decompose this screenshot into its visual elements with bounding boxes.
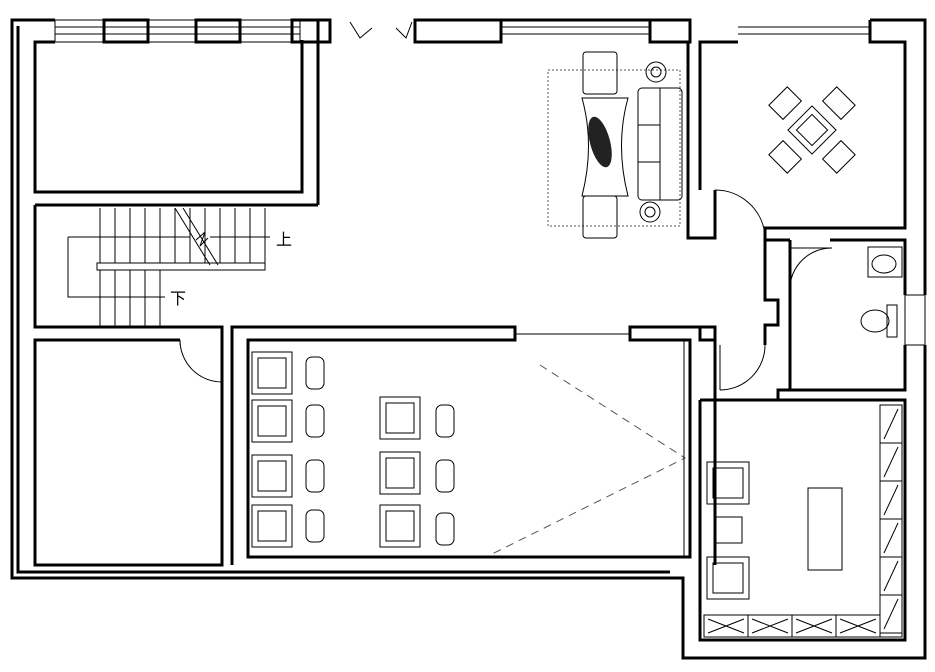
theater-seat-cushion	[385, 402, 415, 434]
bathroom	[788, 238, 907, 392]
bottom-right-room	[698, 398, 907, 642]
cabinet-mark	[795, 618, 833, 634]
theater-seat-cushion	[257, 460, 287, 492]
theater-seat	[251, 454, 293, 498]
dining-table	[768, 86, 856, 174]
cabinet-mark	[707, 618, 745, 634]
cabinet-mark	[751, 618, 789, 634]
theater-seat-cushion	[257, 357, 287, 389]
cabinet	[879, 594, 903, 634]
side-table	[305, 404, 325, 438]
theater-seat	[379, 396, 421, 440]
cabinet	[835, 614, 881, 638]
staircase: 上 下	[33, 203, 318, 372]
side-table	[305, 459, 325, 493]
side-table	[435, 459, 455, 493]
theater-seat	[251, 351, 293, 395]
bottom-left-room	[33, 338, 224, 567]
theater-seat-cushion	[257, 510, 287, 542]
cabinet-mark	[883, 484, 899, 516]
cabinet-mark	[883, 560, 899, 592]
corridor-walls	[698, 240, 790, 402]
cabinet-mark	[883, 522, 899, 554]
dining-door	[714, 189, 766, 236]
side-table	[305, 356, 325, 390]
cabinet-mark	[883, 598, 899, 630]
sofa-set	[547, 51, 683, 239]
theater-seat	[251, 504, 293, 548]
side-table	[435, 512, 455, 546]
theater-seat	[251, 399, 293, 443]
theater-seat	[379, 451, 421, 495]
theater-seat	[379, 504, 421, 548]
side-table	[305, 509, 325, 543]
theater-room	[230, 325, 717, 565]
cabinet-mark	[883, 408, 899, 440]
windows	[54, 18, 926, 346]
cabinet-mark	[883, 446, 899, 478]
cabinet-mark	[839, 618, 877, 634]
theater-seat-cushion	[385, 457, 415, 489]
theater-seat-cushion	[385, 510, 415, 542]
theater-seat-cushion	[257, 405, 287, 437]
stair-down-label: 下	[170, 289, 186, 308]
stair-up-label: 上	[276, 230, 292, 249]
side-table	[435, 404, 455, 438]
